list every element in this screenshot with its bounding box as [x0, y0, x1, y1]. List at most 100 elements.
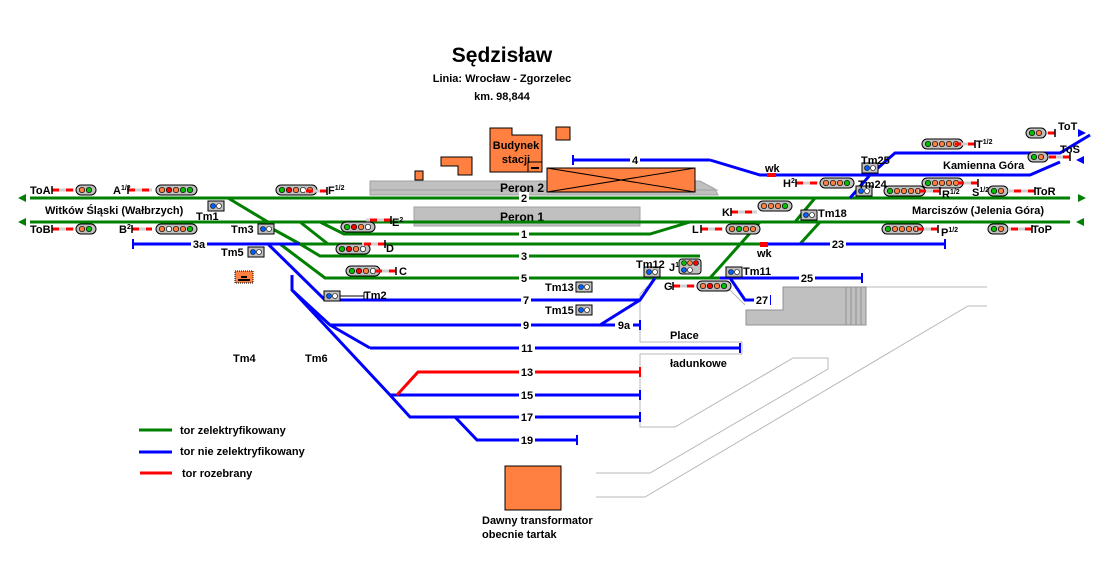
- direction-label-west: Witków Śląski (Wałbrzych): [45, 204, 184, 217]
- signal-post: [1008, 187, 1036, 195]
- track-label: 23: [832, 239, 844, 251]
- track-label: 2: [521, 193, 527, 205]
- signal-post: [305, 187, 328, 195]
- track-label: 5: [521, 273, 527, 285]
- track-label: 13: [521, 367, 533, 379]
- shunting-signal: [861, 162, 879, 174]
- loading-label-1: Place: [670, 330, 699, 342]
- station-building-label-2: stacji: [502, 154, 530, 166]
- signal-post: [366, 216, 392, 224]
- track-labels: 2 1 3 5 3a 4 7 9 9a 11 13 15 17 19 23 25…: [191, 154, 846, 447]
- line-subtitle: Linia: Wrocław - Zgorzelec: [433, 73, 572, 85]
- loading-area-outline: [596, 283, 829, 474]
- signal-label: D: [386, 243, 394, 255]
- arrow-left-icon: [1076, 218, 1084, 226]
- outline-line-2: [596, 305, 987, 498]
- track-label: 9a: [618, 320, 631, 332]
- signal-post: [127, 186, 152, 194]
- track-label: 3: [521, 251, 527, 263]
- signal-post: [1047, 129, 1056, 137]
- shunt-label: Tm2: [364, 290, 387, 302]
- signal-post: [1049, 153, 1071, 161]
- legend: tor zelektryfikowany tor nie zelektryfik…: [139, 425, 306, 480]
- signal-post: [955, 140, 976, 148]
- shunt-label: Tm18: [818, 208, 847, 220]
- signal-label: P1/2: [941, 227, 958, 239]
- signal-K: [757, 200, 793, 212]
- track-kamienna-gora-2: [848, 133, 1091, 199]
- signal-post: [1008, 225, 1033, 233]
- shunt-label: Tm1: [196, 211, 219, 223]
- track-label: 15: [521, 390, 533, 402]
- signal-D: [335, 243, 371, 255]
- direction-arrows-green: [18, 194, 1086, 226]
- shunting-signal: [247, 246, 265, 258]
- shunt-label: Tm4: [233, 353, 257, 365]
- shunting-signal: [643, 266, 661, 278]
- signal-label: K: [722, 207, 730, 219]
- signal-label: H2: [783, 178, 795, 190]
- track-label: 9: [523, 320, 529, 332]
- signal-H: [819, 177, 855, 189]
- signal-label: E2: [392, 217, 403, 229]
- signal-post: [795, 179, 818, 187]
- arrow-right-icon: [1078, 194, 1086, 202]
- signal-label: G: [664, 281, 673, 293]
- station-building: [489, 127, 543, 173]
- shunt-label: Tm13: [545, 282, 574, 294]
- shunt-label: Tm11: [743, 266, 771, 278]
- ramp-building: [745, 286, 867, 326]
- signal-post: [918, 187, 941, 195]
- track-label: 19: [521, 435, 533, 447]
- signal-B: [155, 223, 198, 235]
- legend-label: tor nie zelektryfikowany: [180, 446, 306, 458]
- signal-post: [374, 267, 397, 275]
- signal-label: B2: [119, 224, 131, 236]
- shunting-labels: Tm1 Tm2 Tm3 Tm4 Tm5 Tm6 Tm11 Tm12 Tm13 T…: [196, 155, 890, 365]
- track-13: [395, 370, 640, 397]
- arrow-left-icon: [18, 194, 26, 202]
- track-3: [299, 242, 700, 258]
- crossing-label: wk: [756, 248, 773, 260]
- signal-ToB: [75, 223, 97, 235]
- electrified-tracks: [30, 196, 1070, 280]
- signal-post: [916, 225, 939, 233]
- signal-label: ToS: [1060, 144, 1080, 156]
- level-crossing: [767, 173, 776, 177]
- shunting-signal: [725, 266, 743, 278]
- shunt-label: Tm3: [231, 224, 254, 236]
- shunt-label: Tm6: [305, 353, 328, 365]
- direction-label-kamienna: Kamienna Góra: [943, 160, 1025, 172]
- km-subtitle: km. 98,844: [474, 91, 531, 103]
- signal-post: [51, 186, 74, 194]
- signal-post: [730, 208, 757, 216]
- transformer-label-2: obecnie tartak: [482, 529, 557, 541]
- transformer-label-1: Dawny transformator: [482, 515, 593, 527]
- arrow-right-icon: [1078, 129, 1086, 137]
- signal-J: [678, 258, 702, 275]
- signal-post: [362, 240, 386, 248]
- crossing-label: wk: [764, 163, 781, 175]
- signal-label: ToA: [30, 185, 51, 197]
- signal-label: T1/2: [976, 139, 993, 151]
- signal-ToP: [987, 223, 1009, 235]
- track-9: [290, 275, 640, 327]
- signal-label: F1/2: [328, 185, 345, 197]
- shunting-signal: [575, 281, 593, 293]
- signal-label: ToR: [1035, 186, 1056, 198]
- shunt-label: Tm12: [636, 259, 665, 271]
- track-1: [319, 220, 691, 236]
- signal-T: [921, 138, 964, 150]
- shunting-signal: [323, 290, 341, 302]
- track-19: [453, 415, 577, 442]
- signal-label: L: [692, 224, 699, 236]
- legend-label: tor zelektryfikowany: [180, 425, 287, 437]
- signal-post: [672, 282, 695, 290]
- signal-label: ToP: [1032, 224, 1052, 236]
- shunt-label: Tm15: [545, 305, 574, 317]
- small-building-3: [414, 170, 424, 181]
- small-building-1: [555, 126, 571, 141]
